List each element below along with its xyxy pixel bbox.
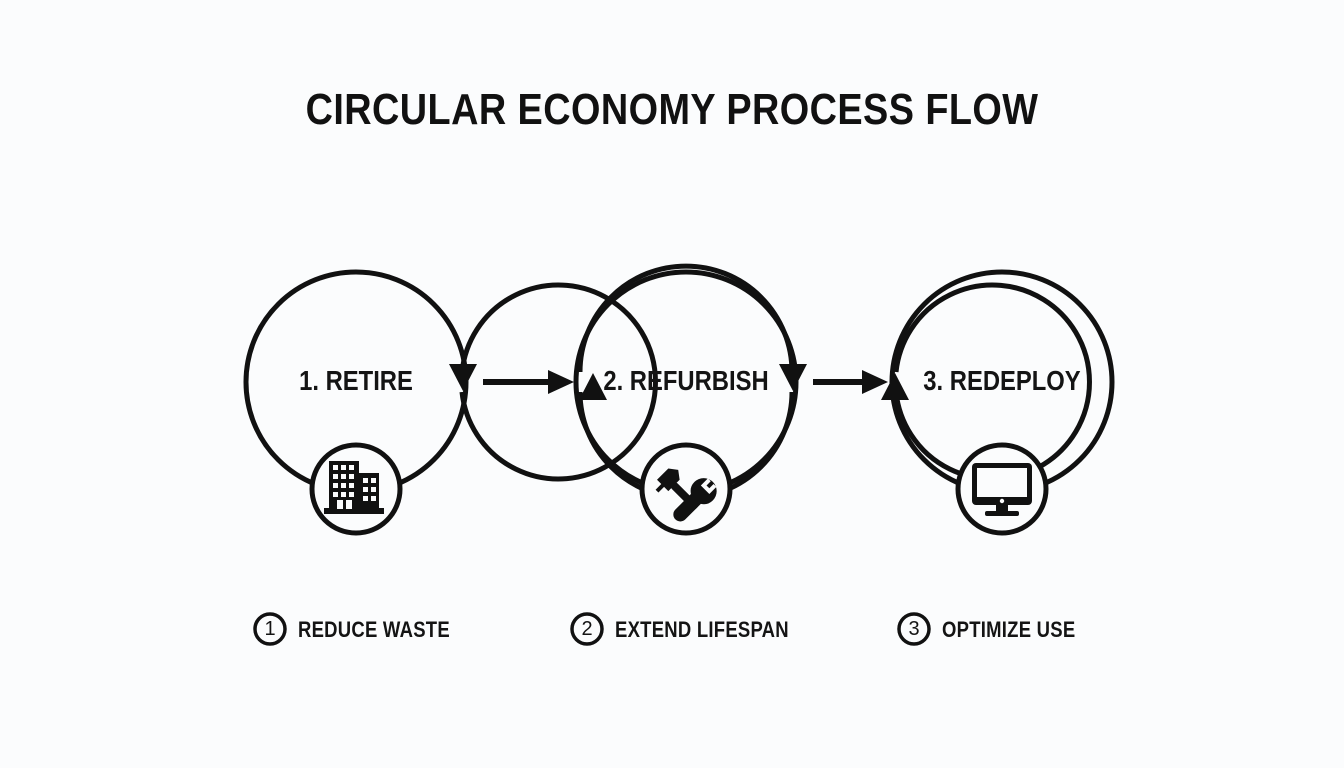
hammer-wrench-icon bbox=[655, 468, 717, 522]
connector-arrow-1 bbox=[483, 370, 574, 394]
office-building-icon bbox=[324, 461, 384, 514]
stage-node-2[interactable] bbox=[573, 263, 807, 536]
stage-1-cycle-arrowhead-icon bbox=[449, 364, 477, 391]
desktop-monitor-icon bbox=[972, 463, 1032, 516]
legend-label-3: OPTIMIZE USE bbox=[942, 617, 1076, 642]
legend-number-2: 2 bbox=[581, 618, 593, 640]
stage-2-inner-ring-top bbox=[577, 263, 795, 373]
stage-node-3[interactable] bbox=[881, 269, 1115, 536]
legend-number-1: 1 bbox=[264, 618, 276, 640]
stage-3-cycle-arrowhead-icon bbox=[881, 373, 909, 400]
stage-1-label: 1. RETIRE bbox=[299, 365, 413, 396]
stage-node-1[interactable] bbox=[243, 269, 658, 536]
stage-3-inner-ring bbox=[893, 282, 1092, 482]
legend-label-1: REDUCE WASTE bbox=[298, 617, 450, 642]
stage-2-cycle-arrowhead-out-icon bbox=[779, 364, 807, 391]
connector-arrow-2 bbox=[813, 370, 888, 394]
legend-number-3: 3 bbox=[908, 618, 920, 640]
legend-label-2: EXTEND LIFESPAN bbox=[615, 617, 789, 642]
stage-2-icon-badge[interactable] bbox=[639, 442, 733, 536]
stage-1-inner-ring bbox=[459, 282, 658, 482]
stage-2-label: 2. REFURBISH bbox=[603, 365, 769, 396]
stage-2-cycle-arrowhead-in-icon bbox=[579, 373, 607, 400]
stage-3-label: 3. REDEPLOY bbox=[923, 365, 1081, 396]
page-title: CIRCULAR ECONOMY PROCESS FLOW bbox=[305, 85, 1039, 134]
